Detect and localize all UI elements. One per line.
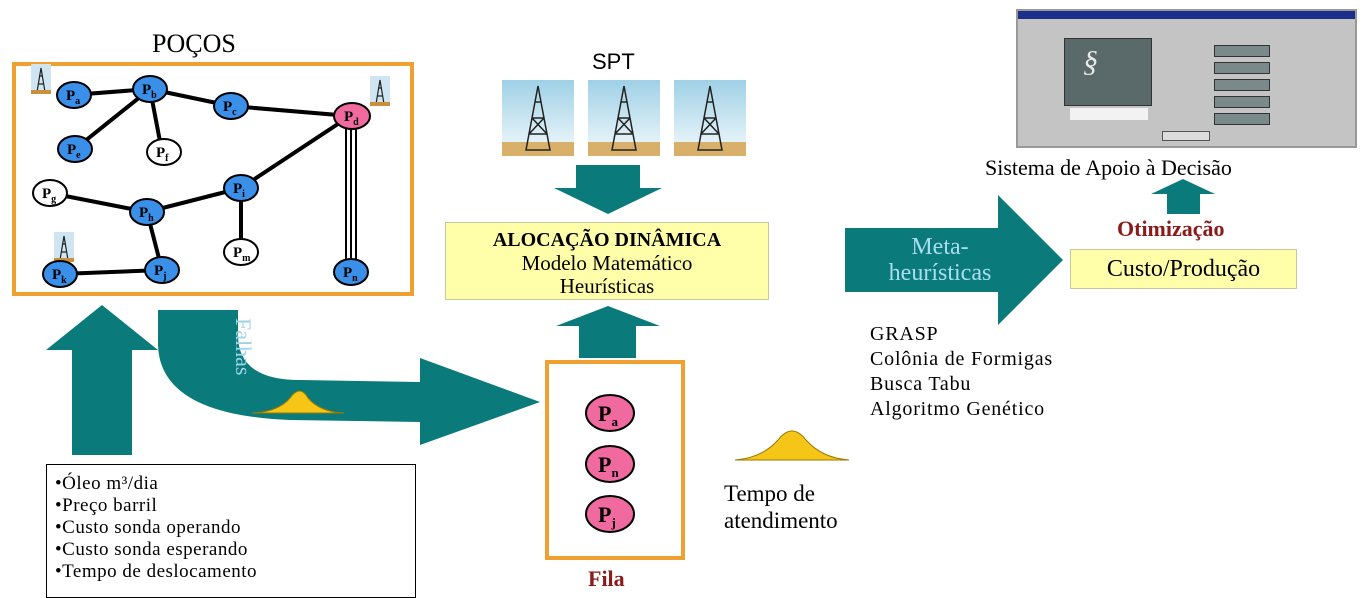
arrow-falhas: [158, 310, 540, 445]
wells-network-graph: Pa Pb Pc Pd Pe Pf Pg Ph Pi Pj Pk Pm Pn: [31, 64, 390, 288]
allocation-title: ALOCAÇÃO DINÂMICA: [492, 229, 722, 251]
rig-icon: [31, 64, 51, 94]
dss-logo: §: [1064, 38, 1152, 106]
arrow-metaheuristics: [845, 195, 1063, 325]
dss-titlebar: [1018, 11, 1355, 19]
dss-caption: Sistema de Apoio à Decisão: [985, 155, 1232, 180]
dss-menu-button: [1214, 62, 1270, 74]
queue-items: Pa Pn Pj: [585, 394, 635, 533]
falhas-label: Falhas: [231, 318, 256, 376]
dss-menu-button: [1214, 45, 1270, 57]
sgpt-logo-icon: §: [1083, 45, 1098, 78]
distribution-curve-service: [734, 430, 850, 461]
svg-text:Pj: Pj: [598, 502, 616, 530]
dss-partner-logos: [1070, 108, 1148, 120]
dss-menu-button: [1214, 96, 1270, 108]
dss-menu-button: [1214, 113, 1270, 125]
service-time-line2: atendimento: [724, 508, 838, 533]
rig-icon: [54, 232, 74, 262]
distribution-curve-falhas: [251, 390, 345, 414]
optimization-title: Otimização: [1117, 216, 1225, 241]
queue-title: Fila: [588, 566, 625, 591]
dss-menu-button: [1214, 79, 1270, 91]
svg-text:Pi: Pi: [233, 181, 245, 200]
spt-rigs: [502, 80, 746, 156]
well-node-a: Pa: [56, 81, 92, 109]
well-node-h: Ph: [129, 198, 165, 226]
well-node-i: Pi: [223, 174, 259, 202]
well-node-n: Pn: [333, 258, 369, 286]
parameters-box: •Óleo m³/dia •Preço barril •Custo sonda …: [46, 464, 416, 598]
algorithm-item: Busca Tabu: [870, 373, 972, 395]
well-node-m: Pm: [223, 238, 259, 266]
wells-network-box: [12, 62, 414, 296]
well-node-e: Pe: [57, 135, 93, 163]
rig-icon: [370, 76, 390, 106]
well-node-c: Pc: [213, 92, 249, 120]
metaheuristics-label: Meta- heurísticas: [880, 234, 1000, 286]
allocation-heuristics: Heurísticas: [559, 274, 655, 298]
parameter-item: •Preço barril: [55, 495, 158, 516]
parameter-item: •Custo sonda operando: [55, 517, 242, 538]
parameter-item: •Tempo de deslocamento: [55, 561, 258, 582]
metaheuristics-line1: Meta-: [911, 234, 969, 260]
algorithm-item: GRASP: [870, 323, 939, 345]
well-node-k: Pk: [42, 260, 78, 288]
queue-box: [545, 360, 685, 560]
dss-exit-button: [1162, 131, 1210, 141]
well-node-f: Pf: [146, 138, 182, 166]
metaheuristics-line2: heurísticas: [888, 260, 992, 286]
arrow-up-params: [46, 305, 158, 455]
dss-menu: [1214, 45, 1270, 125]
well-node-d: Pd: [333, 102, 371, 130]
service-time-line1: Tempo de: [724, 481, 816, 506]
algorithm-item: Colônia de Formigas: [870, 348, 1053, 370]
rig-image-2: [588, 80, 660, 156]
well-node-g: Pg: [32, 179, 68, 207]
queue-item-n: Pn: [585, 445, 635, 483]
allocation-box: ALOCAÇÃO DINÂMICA Modelo Matemático Heur…: [445, 222, 769, 300]
well-node-j: Pj: [144, 256, 180, 284]
well-node-b: Pb: [132, 75, 168, 103]
wells-title: POÇOS: [152, 29, 236, 58]
service-time-label: Tempo de atendimento: [724, 480, 838, 534]
allocation-model: Modelo Matemático: [521, 251, 693, 275]
arrow-up-dss: [1151, 179, 1215, 214]
arrow-down-spt: [554, 165, 662, 214]
parameter-item: •Óleo m³/dia: [55, 473, 159, 494]
parameter-item: •Custo sonda esperando: [55, 539, 248, 560]
algorithm-item: Algoritmo Genético: [870, 398, 1045, 420]
dss-screenshot: §: [1016, 9, 1357, 148]
cost-production-box: Custo/Produção: [1070, 249, 1297, 289]
arrow-up-queue: [556, 306, 660, 358]
queue-item-j: Pj: [585, 495, 635, 533]
algorithms-list: GRASP Colônia de Formigas Busca Tabu Alg…: [870, 322, 1053, 422]
queue-item-a: Pa: [585, 394, 635, 432]
spt-title: SPT: [592, 49, 635, 74]
rig-image-3: [674, 80, 746, 156]
rig-image-1: [502, 80, 574, 156]
